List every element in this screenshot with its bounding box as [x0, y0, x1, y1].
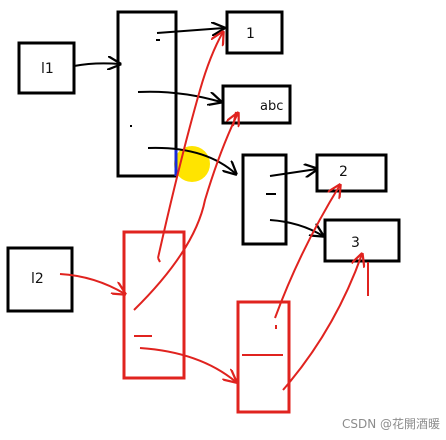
red-arrow-copy-to-inner — [139, 347, 236, 382]
red-arrow-copy-to-abc — [133, 113, 238, 311]
arrow-slot1-to-1 — [156, 28, 224, 33]
list-outer-box — [116, 10, 178, 178]
red-arrow-l2-to-copy — [59, 273, 125, 294]
value-1-label: 1 — [246, 26, 255, 42]
copy-slot-mark-1 — [157, 257, 161, 263]
l1-box — [17, 41, 76, 95]
copy-inner-box — [236, 300, 291, 414]
l2-label: l2 — [31, 271, 44, 287]
l2-box — [6, 246, 74, 313]
arrow-slot3-to-inner — [147, 146, 236, 174]
arrow-slot2-to-abc — [137, 90, 221, 102]
watermark: CSDN @花開酒暖 — [341, 417, 440, 431]
arrow-l1-to-list — [73, 63, 120, 66]
arrow-inner-to-2 — [269, 169, 317, 176]
value-1-box — [225, 10, 284, 55]
red-arrow-inner-to-3 — [282, 254, 362, 391]
red-arrow-inner-to-2 — [274, 185, 340, 319]
red-tail-abc — [232, 111, 237, 127]
value-abc-label: abc — [260, 99, 283, 114]
value-2-box — [315, 153, 388, 193]
l1-label: l1 — [41, 61, 54, 77]
red-arrow-copy-to-1 — [157, 32, 223, 259]
inner-list-box — [241, 153, 288, 246]
value-2-label: 2 — [339, 164, 348, 180]
value-3-label: 3 — [351, 235, 360, 251]
copy-outer-box — [122, 230, 186, 380]
arrow-inner-to-3 — [269, 219, 323, 236]
